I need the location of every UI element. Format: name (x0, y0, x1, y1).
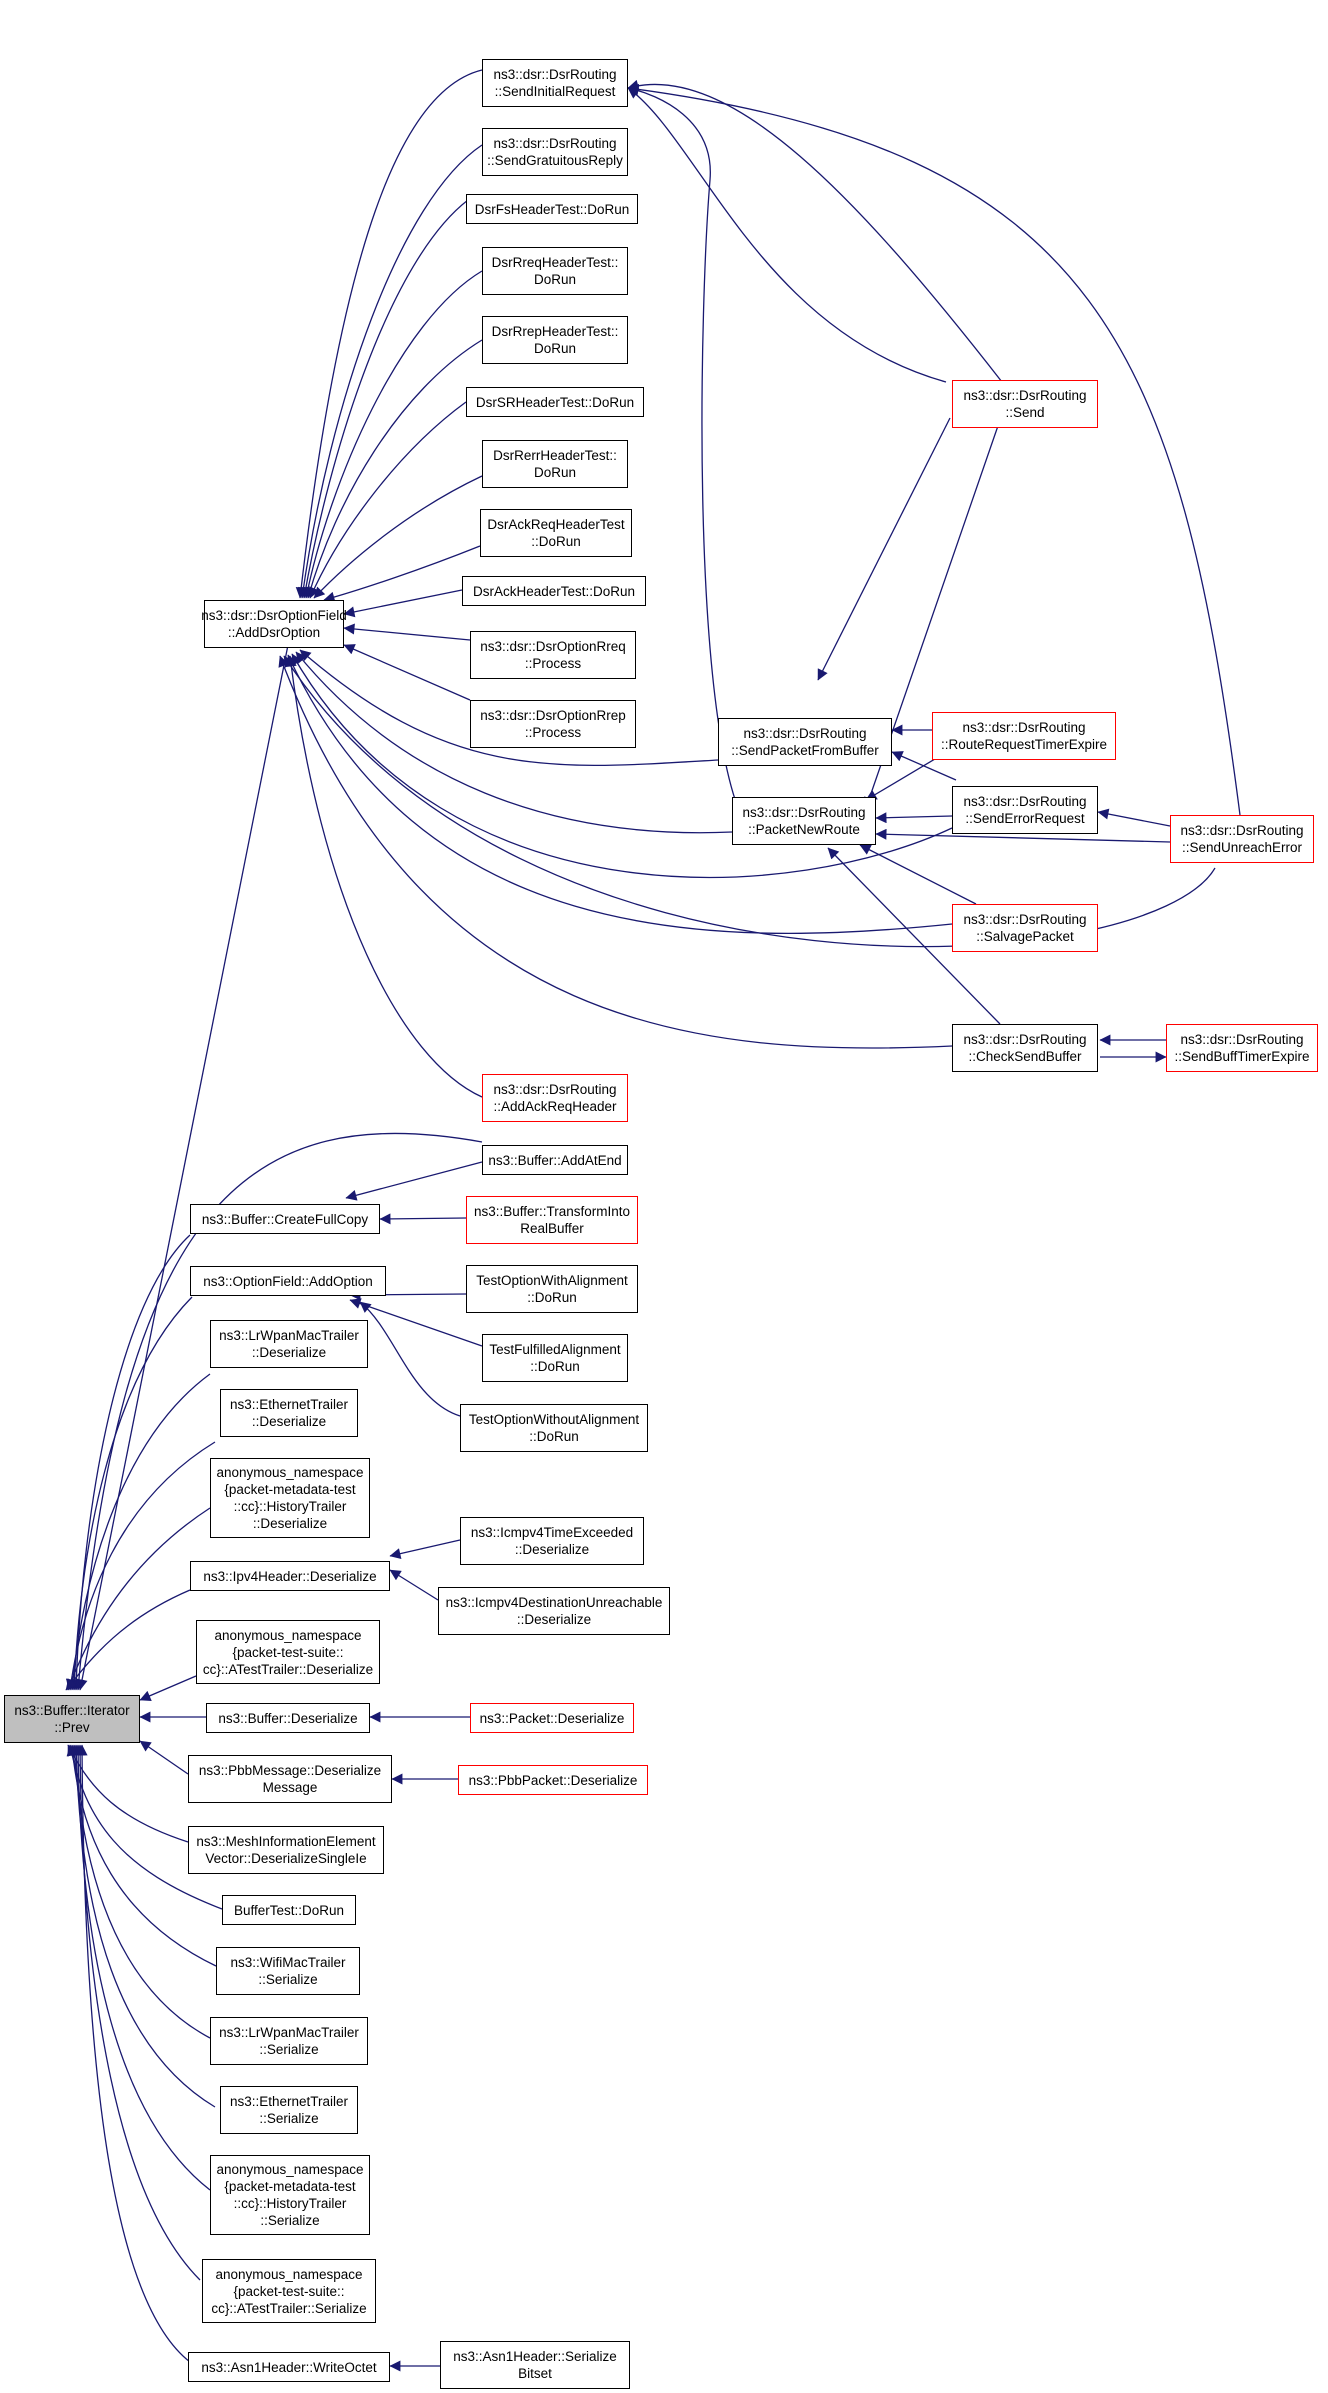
node-dsr-ack-header-test[interactable]: DsrAckHeaderTest::DoRun (462, 576, 646, 606)
edge-packet-new-route-to-add-dsr-option (295, 651, 733, 834)
edge-sr-test-to-add-dsr-option (309, 401, 467, 599)
node-icmpv4-time-exceeded-deserialize[interactable]: ns3::Icmpv4TimeExceeded ::Deserialize (460, 1517, 644, 1565)
edge-rreq-test-to-add-dsr-option (302, 270, 483, 599)
edge-pbb-message-to-prev (139, 1740, 189, 1775)
node-add-dsr-option[interactable]: ns3::dsr::DsrOptionField ::AddDsrOption (201, 600, 347, 648)
node-dsr-rreq-header-test[interactable]: DsrRreqHeaderTest:: DoRun (482, 247, 628, 295)
edge-send-to-send-initial-request (627, 79, 1003, 383)
node-asn1-header-serialize-bitset[interactable]: ns3::Asn1Header::Serialize Bitset (440, 2341, 630, 2389)
node-option-field-add-option[interactable]: ns3::OptionField::AddOption (190, 1266, 386, 1296)
edge-packet-new-route-to-send-initial-request (627, 84, 743, 819)
edge-send-error-request-to-packet-new-route (875, 812, 953, 824)
node-check-send-buffer[interactable]: ns3::dsr::DsrRouting ::CheckSendBuffer (952, 1024, 1098, 1072)
node-send-error-request[interactable]: ns3::dsr::DsrRouting ::SendErrorRequest (952, 786, 1098, 834)
node-test-fulfilled-alignment[interactable]: TestFulfilledAlignment ::DoRun (482, 1334, 628, 1382)
edge-unreach-to-send-initial-request (627, 83, 1241, 816)
node-dsr-option-rrep[interactable]: ns3::dsr::DsrOptionRrep ::Process (470, 700, 636, 748)
node-dsr-rerr-header-test[interactable]: DsrRerrHeaderTest:: DoRun (482, 440, 628, 488)
edge-send-gratuitous-reply-to-add-dsr-option (298, 144, 483, 599)
node-ethernet-trailer-serialize[interactable]: ns3::EthernetTrailer ::Serialize (220, 2086, 358, 2134)
edge-add-dsr-option-to-prev (76, 644, 289, 1691)
node-history-trailer-serialize[interactable]: anonymous_namespace {packet-metadata-tes… (210, 2155, 370, 2235)
edge-send-to-send-initial-request-b (627, 87, 947, 383)
edge-send-initial-request-to-add-dsr-option (295, 69, 483, 599)
node-send-gratuitous-reply[interactable]: ns3::dsr::DsrRouting ::SendGratuitousRep… (482, 128, 628, 176)
node-buffer-add-at-end[interactable]: ns3::Buffer::AddAtEnd (482, 1145, 628, 1175)
edge-add-option-to-prev (68, 1296, 193, 1691)
node-add-ack-req-header[interactable]: ns3::dsr::DsrRouting ::AddAckReqHeader (482, 1074, 628, 1122)
node-buffer-deserialize[interactable]: ns3::Buffer::Deserialize (206, 1703, 370, 1733)
edge-rrep-test-to-add-dsr-option (305, 339, 483, 599)
node-a-test-trailer-deserialize[interactable]: anonymous_namespace {packet-test-suite::… (196, 1620, 380, 1684)
edge-option-rreq-to-add-dsr-option (343, 623, 471, 641)
node-prev: ns3::Buffer::Iterator ::Prev (4, 1695, 140, 1743)
node-test-option-with-alignment[interactable]: TestOptionWithAlignment ::DoRun (466, 1265, 638, 1313)
node-route-request-timer-expire[interactable]: ns3::dsr::DsrRouting ::RouteRequestTimer… (932, 712, 1116, 760)
edge-unreach-to-send-error-request (1097, 808, 1171, 827)
node-test-option-without-alignment[interactable]: TestOptionWithoutAlignment ::DoRun (460, 1404, 648, 1452)
edge-icmpv4-time-to-ipv4 (389, 1539, 461, 1560)
node-salvage-packet[interactable]: ns3::dsr::DsrRouting ::SalvagePacket (952, 904, 1098, 952)
node-send-unreach-error[interactable]: ns3::dsr::DsrRouting ::SendUnreachError (1170, 815, 1314, 863)
node-dsr-option-rreq[interactable]: ns3::dsr::DsrOptionRreq ::Process (470, 631, 636, 679)
edge-ack-test-to-add-dsr-option (343, 589, 463, 618)
node-mesh-information-element-vector[interactable]: ns3::MeshInformationElement Vector::Dese… (188, 1826, 384, 1874)
edge-route-request-timer-to-packet-new-route (865, 755, 941, 801)
node-history-trailer-deserialize[interactable]: anonymous_namespace {packet-metadata-tes… (210, 1458, 370, 1538)
node-send-buff-timer-expire[interactable]: ns3::dsr::DsrRouting ::SendBuffTimerExpi… (1166, 1024, 1318, 1072)
edge-ack-req-test-to-add-dsr-option (323, 545, 481, 603)
edge-test-fulfilled-to-add-option (349, 1298, 483, 1347)
edge-rerr-test-to-add-dsr-option (313, 475, 483, 599)
node-dsr-ack-req-header-test[interactable]: DsrAckReqHeaderTest ::DoRun (480, 509, 632, 557)
node-buffer-test-do-run[interactable]: BufferTest::DoRun (222, 1895, 356, 1925)
edge-history-serialize-to-prev (72, 1744, 211, 2191)
edge-option-rrep-to-add-dsr-option (343, 644, 471, 701)
edge-unreach-to-add-dsr-option (283, 655, 1216, 948)
node-icmpv4-dest-unreachable-deserialize[interactable]: ns3::Icmpv4DestinationUnreachable ::Dese… (438, 1587, 670, 1635)
node-pbb-packet-deserialize[interactable]: ns3::PbbPacket::Deserialize (458, 1765, 648, 1795)
edge-fs-test-to-add-dsr-option (300, 199, 469, 599)
edge-eth-deserialize-to-prev (65, 1441, 216, 1691)
edge-send-error-request-to-add-dsr-option (291, 653, 953, 879)
node-send[interactable]: ns3::dsr::DsrRouting ::Send (952, 380, 1098, 428)
node-dsr-sr-header-test[interactable]: DsrSRHeaderTest::DoRun (466, 387, 644, 417)
edge-a-test-deserialize-to-prev (139, 1675, 197, 1701)
node-wifi-mac-trailer-serialize[interactable]: ns3::WifiMacTrailer ::Serialize (216, 1947, 360, 1995)
edge-check-send-buffer-to-packet-new-route (827, 847, 1001, 1025)
edge-mesh-to-prev (67, 1744, 189, 1843)
edge-salvage-to-add-dsr-option (287, 654, 953, 935)
node-ethernet-trailer-deserialize[interactable]: ns3::EthernetTrailer ::Deserialize (220, 1389, 358, 1437)
edge-salvage-to-packet-new-route (859, 844, 977, 905)
node-pbb-message-deserialize-message[interactable]: ns3::PbbMessage::Deserialize Message (188, 1755, 392, 1803)
edge-ack-req-header-to-add-dsr-option (285, 655, 483, 1098)
edge-a-test-serialize-to-prev (74, 1744, 201, 2281)
edge-lr-deserialize-to-prev (67, 1373, 211, 1691)
node-ipv4-header-deserialize[interactable]: ns3::Ipv4Header::Deserialize (190, 1561, 390, 1591)
node-packet-deserialize[interactable]: ns3::Packet::Deserialize (470, 1703, 634, 1733)
node-a-test-trailer-serialize[interactable]: anonymous_namespace {packet-test-suite::… (202, 2259, 376, 2323)
edge-send-packet-from-buffer-to-send (817, 417, 951, 681)
edge-history-deserialize-to-prev (66, 1507, 211, 1691)
node-lr-wpan-mac-trailer-serialize[interactable]: ns3::LrWpanMacTrailer ::Serialize (210, 2017, 368, 2065)
node-dsr-fs-header-test[interactable]: DsrFsHeaderTest::DoRun (466, 194, 638, 224)
node-packet-new-route[interactable]: ns3::dsr::DsrRouting ::PacketNewRoute (732, 797, 876, 845)
edge-unreach-to-packet-new-route (875, 828, 1171, 843)
node-lr-wpan-mac-trailer-deserialize[interactable]: ns3::LrWpanMacTrailer ::Deserialize (210, 1320, 368, 1368)
edge-check-send-buffer-to-add-dsr-option (278, 655, 953, 1049)
edge-transform-to-create-full-copy (379, 1213, 467, 1225)
edge-test-option-without-to-add-option (359, 1301, 461, 1417)
edge-ipv4-deserialize-to-prev (65, 1589, 191, 1691)
node-send-packet-from-buffer[interactable]: ns3::dsr::DsrRouting ::SendPacketFromBuf… (718, 718, 892, 766)
node-buffer-create-full-copy[interactable]: ns3::Buffer::CreateFullCopy (190, 1204, 380, 1234)
edge-add-at-end-to-create-full-copy (345, 1161, 483, 1201)
edge-write-octet-to-prev (76, 1744, 191, 2363)
edge-icmpv4-dest-to-ipv4 (389, 1569, 439, 1601)
edge-send-packet-from-buffer-to-add-dsr-option (299, 649, 719, 766)
node-send-initial-request[interactable]: ns3::dsr::DsrRouting ::SendInitialReques… (482, 59, 628, 107)
node-asn1-header-write-octet[interactable]: ns3::Asn1Header::WriteOctet (188, 2352, 390, 2382)
node-buffer-transform-into-real-buffer[interactable]: ns3::Buffer::TransformInto RealBuffer (466, 1196, 638, 1244)
node-dsr-rrep-header-test[interactable]: DsrRrepHeaderTest:: DoRun (482, 316, 628, 364)
